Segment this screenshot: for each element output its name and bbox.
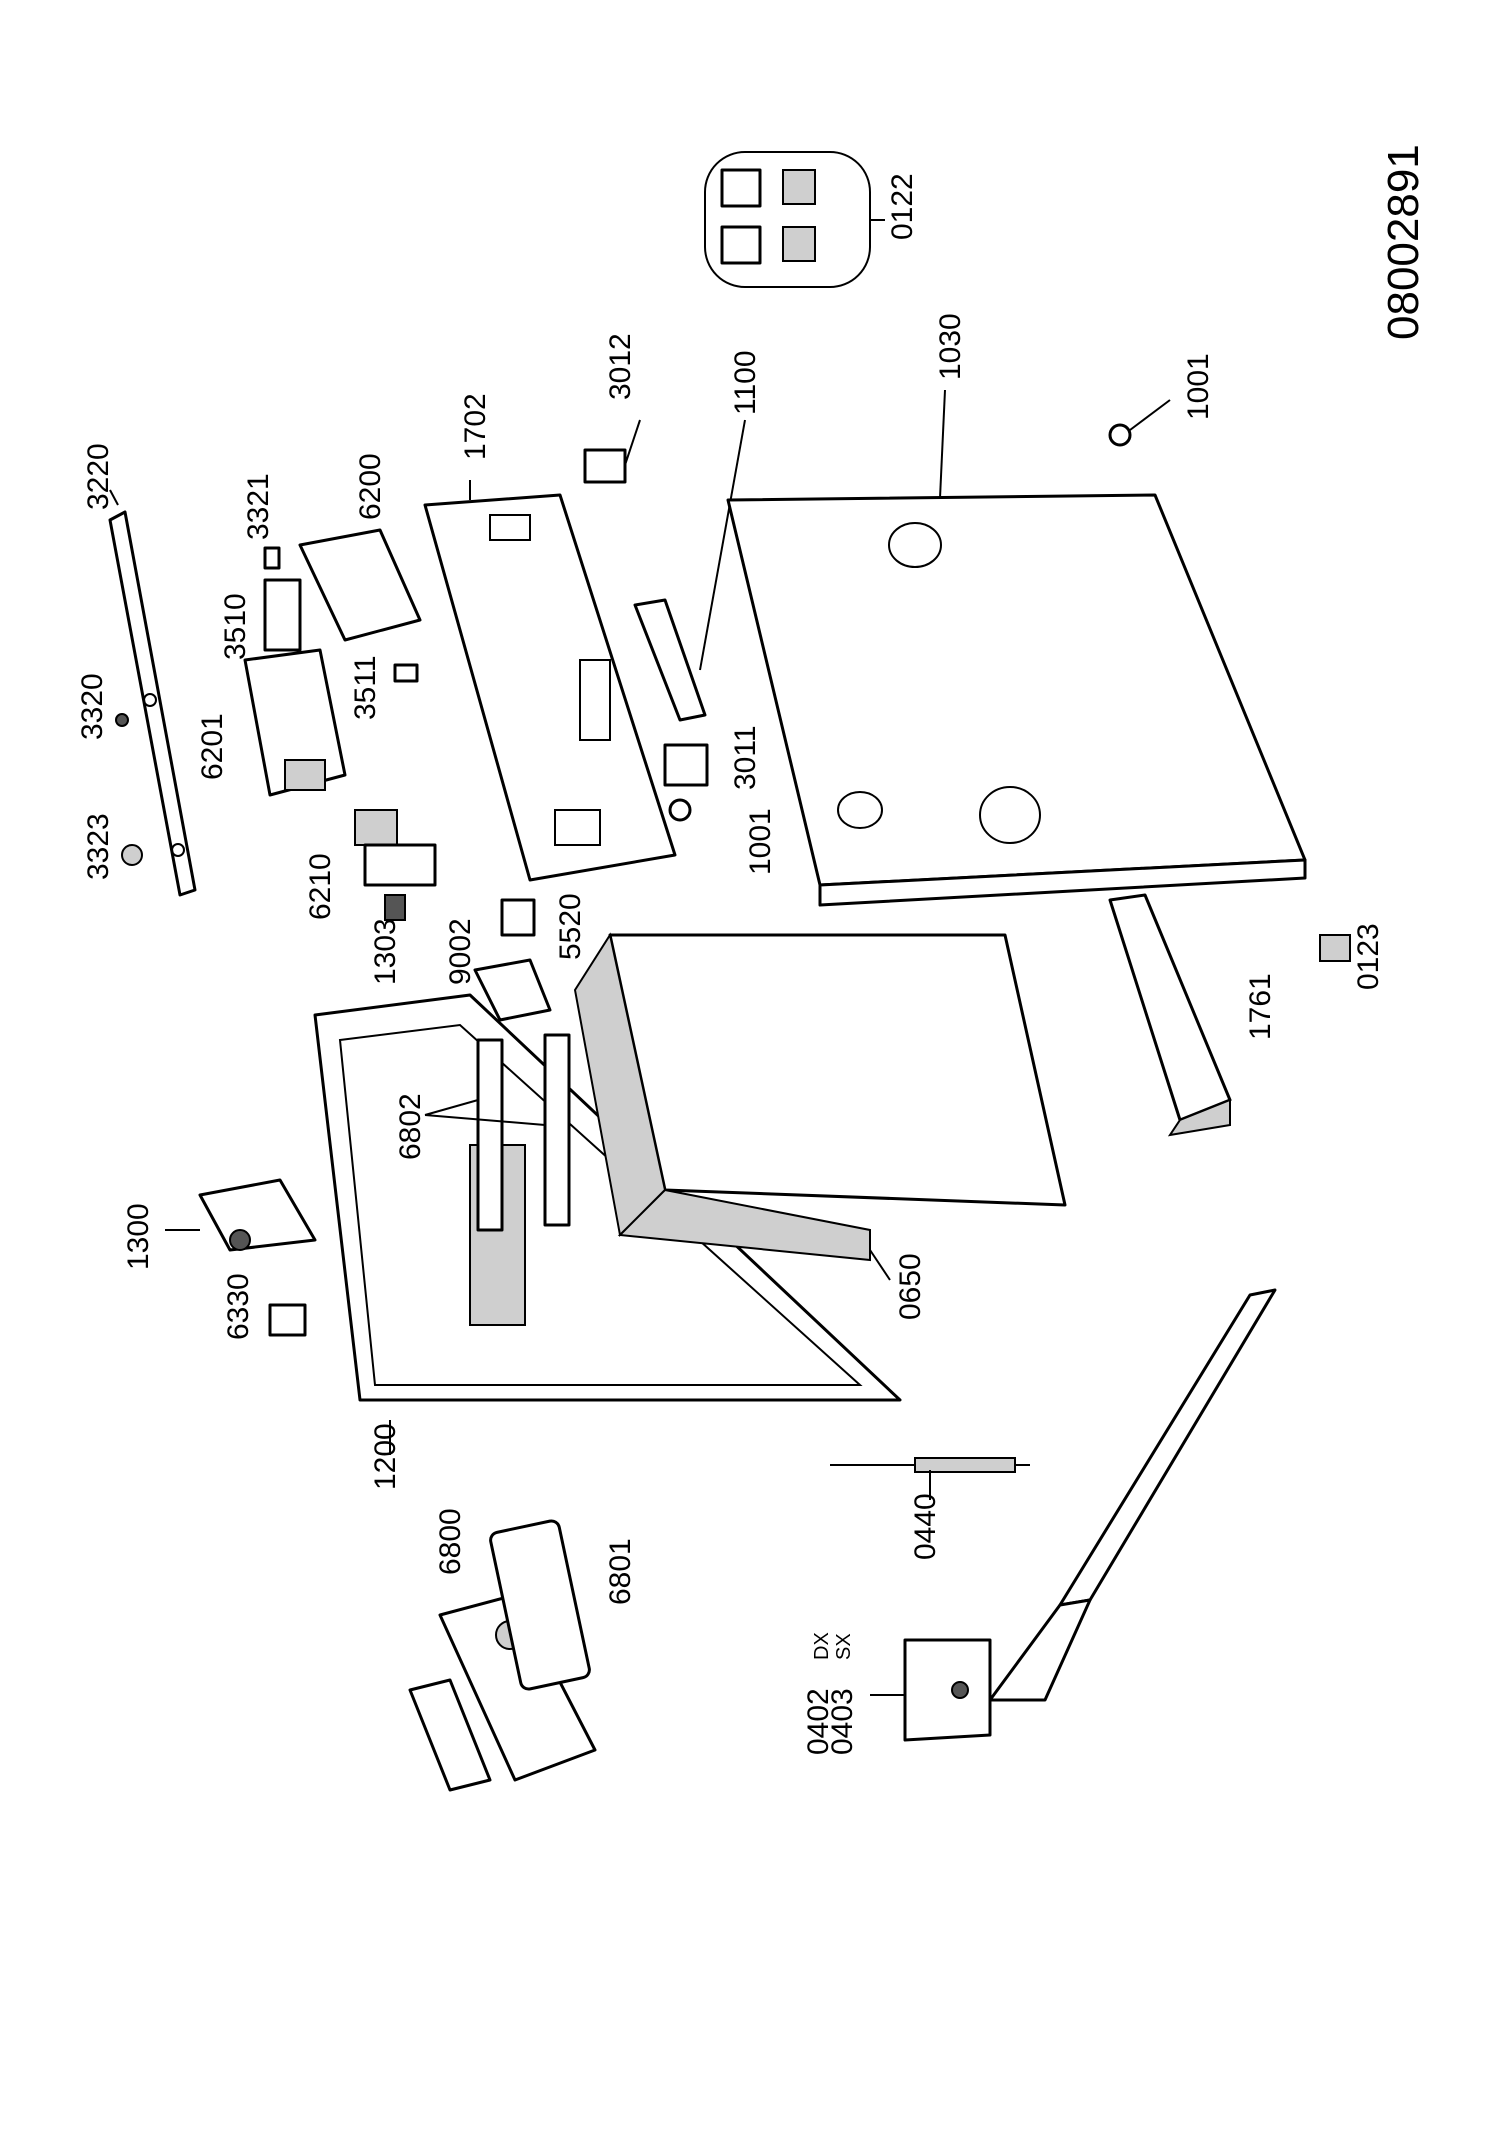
label-3011: 3011 xyxy=(729,725,762,790)
gasket-6801 xyxy=(489,1519,591,1691)
rail-1761 xyxy=(1108,893,1232,1137)
bracket-3321 xyxy=(263,546,281,570)
bumper-1001-upper xyxy=(1108,399,1171,447)
label-6201: 6201 xyxy=(196,713,229,780)
hinge-bracket-9002 xyxy=(473,958,552,1022)
label-6200: 6200 xyxy=(354,453,387,520)
label-3321: 3321 xyxy=(242,473,275,540)
label-sx: SX xyxy=(833,1633,855,1660)
strips-6802 xyxy=(424,1033,571,1232)
label-1100: 1100 xyxy=(729,350,762,415)
handle-1100 xyxy=(633,419,746,722)
clip-1303 xyxy=(384,894,406,921)
latch-6330 xyxy=(268,1303,307,1337)
label-1001-upper: 1001 xyxy=(1182,353,1215,420)
label-3320: 3320 xyxy=(76,673,109,740)
label-1200: 1200 xyxy=(369,1423,402,1490)
label-1303: 1303 xyxy=(369,918,402,985)
bumper-1001-lower xyxy=(668,798,692,822)
label-0123: 0123 xyxy=(1352,923,1385,990)
label-0403: 0403 xyxy=(826,1688,859,1755)
accessory-bubble-0122 xyxy=(704,151,885,288)
hinge-1300 xyxy=(165,1178,317,1252)
label-6210: 6210 xyxy=(304,853,337,920)
label-3511: 3511 xyxy=(349,655,382,720)
label-1001-lower: 1001 xyxy=(744,808,777,875)
label-0650: 0650 xyxy=(894,1253,927,1320)
knob-3323 xyxy=(121,844,143,866)
label-dx: DX xyxy=(811,1632,833,1660)
dispenser-6800 xyxy=(408,1593,597,1792)
label-1761: 1761 xyxy=(1244,973,1277,1040)
label-6330: 6330 xyxy=(222,1273,255,1340)
label-0440: 0440 xyxy=(909,1493,942,1560)
module-6201 xyxy=(243,648,347,797)
label-3510: 3510 xyxy=(219,593,252,660)
door-panel-1030 xyxy=(726,389,1307,907)
hinge-arm-0402-0403 xyxy=(870,1288,1277,1742)
bracket-3012 xyxy=(583,419,641,484)
label-3012: 3012 xyxy=(604,333,637,400)
clip-3511 xyxy=(393,663,419,683)
label-5520: 5520 xyxy=(554,893,587,960)
board-6200 xyxy=(298,528,422,642)
label-0402: 0402 xyxy=(802,1688,835,1755)
screw-3320 xyxy=(115,713,129,727)
label-3323: 3323 xyxy=(82,813,115,880)
label-1702: 1702 xyxy=(459,393,492,460)
control-bar-3220 xyxy=(108,489,197,897)
label-6801: 6801 xyxy=(604,1538,637,1605)
control-panel-1702 xyxy=(423,480,677,882)
bracket-0123 xyxy=(1319,934,1351,962)
label-6802: 6802 xyxy=(394,1093,427,1160)
label-3220: 3220 xyxy=(82,443,115,510)
insulation-panel-0650 xyxy=(573,932,1067,1281)
switch-6210 xyxy=(354,809,437,887)
connector-3510 xyxy=(263,578,302,652)
bracket-5520 xyxy=(500,898,536,937)
bracket-3011 xyxy=(663,743,709,787)
label-6800: 6800 xyxy=(434,1508,467,1575)
label-0122: 0122 xyxy=(886,173,919,240)
label-9002: 9002 xyxy=(444,918,477,985)
label-1300: 1300 xyxy=(122,1203,155,1270)
label-1030: 1030 xyxy=(934,313,967,380)
drawing-code: 08002891 xyxy=(1379,144,1428,340)
spring-0440 xyxy=(830,1457,1030,1500)
